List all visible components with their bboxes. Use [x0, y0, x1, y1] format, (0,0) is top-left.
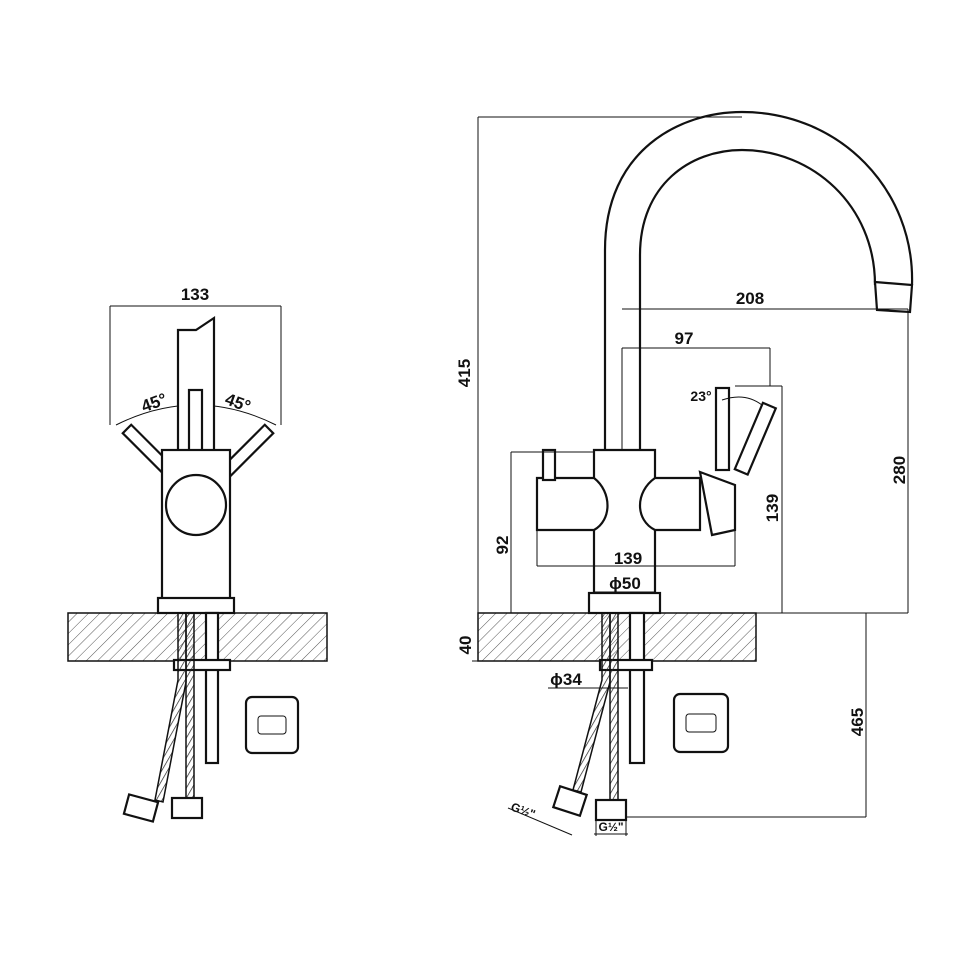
spout-outer: [603, 110, 914, 453]
width-dimension: 133: [109, 285, 282, 425]
dim-hose-length: 465: [626, 613, 867, 818]
mount-nut-side: [598, 658, 654, 672]
dim-counter-thickness: 40: [456, 613, 600, 662]
left-handle-block: [535, 476, 609, 532]
dim-base-diameter: ϕ50: [594, 574, 655, 593]
hose-right-front: [185, 612, 195, 801]
dim-lever-reach: 97: [621, 329, 771, 450]
clip-slot-front: [257, 715, 287, 735]
right-handle-block: [698, 470, 737, 537]
lever-angle-arc: [721, 396, 763, 406]
dim-hole-diameter: ϕ34: [548, 670, 628, 689]
lever-center: [187, 388, 204, 457]
hose-nut-right-side: [594, 798, 628, 822]
dim-body-height-right: 139: [735, 385, 783, 613]
body-height-left-label: 92: [493, 536, 512, 555]
spout-height-label: 280: [890, 456, 909, 484]
angle-right-label: 45°: [223, 390, 254, 417]
dim-body-width: 139: [536, 530, 736, 568]
side-view: 415 208 280 97 23° 139: [455, 110, 914, 836]
body-height-right-label: 139: [763, 494, 782, 522]
hose-length-label: 465: [848, 708, 867, 736]
mount-rod-side: [628, 611, 646, 765]
thread-right-label: G½": [598, 820, 623, 834]
dim-spout-height: 280: [756, 309, 909, 614]
width-label: 133: [181, 285, 209, 304]
lever-reach-label: 97: [675, 329, 694, 348]
base-ring-front: [156, 596, 236, 615]
spout-inner: [638, 148, 877, 453]
mount-rod-front: [204, 611, 220, 765]
aerator: [873, 280, 914, 314]
clip-slot-side: [685, 713, 717, 733]
cartridge-front: [164, 473, 228, 537]
body-width-label: 139: [614, 549, 642, 568]
reach-label: 208: [736, 289, 764, 308]
thread-right: G½": [594, 820, 628, 836]
thread-left-label: G½": [509, 800, 537, 822]
base-ring-side: [587, 591, 662, 615]
lever-angle-label: 23°: [690, 388, 711, 404]
left-handle-stem: [541, 448, 557, 482]
hose-nut-left-front: [122, 793, 160, 823]
right-cartridge: [639, 476, 702, 532]
mount-nut-front: [172, 658, 232, 672]
hose-nut-left-side: [551, 784, 589, 818]
dim-height-total: 415: [455, 116, 742, 613]
dim-reach: 208: [622, 289, 908, 310]
base-diameter-label: ϕ50: [609, 574, 641, 593]
angle-left-label: 45°: [139, 389, 170, 416]
hole-diameter-label: ϕ34: [550, 670, 582, 689]
right-lever-tilted: [733, 401, 778, 477]
countertop-front: [67, 612, 328, 662]
counter-thickness-label: 40: [456, 636, 475, 655]
hose-right-side: [609, 612, 619, 801]
dim-body-height-left: 92: [493, 451, 594, 613]
clip-side: [672, 692, 730, 754]
height-total-label: 415: [455, 359, 474, 387]
right-lever: [714, 386, 731, 472]
hose-nut-right-front: [170, 796, 204, 820]
clip-front: [244, 695, 300, 755]
front-view: 133 45° 45°: [67, 285, 328, 823]
